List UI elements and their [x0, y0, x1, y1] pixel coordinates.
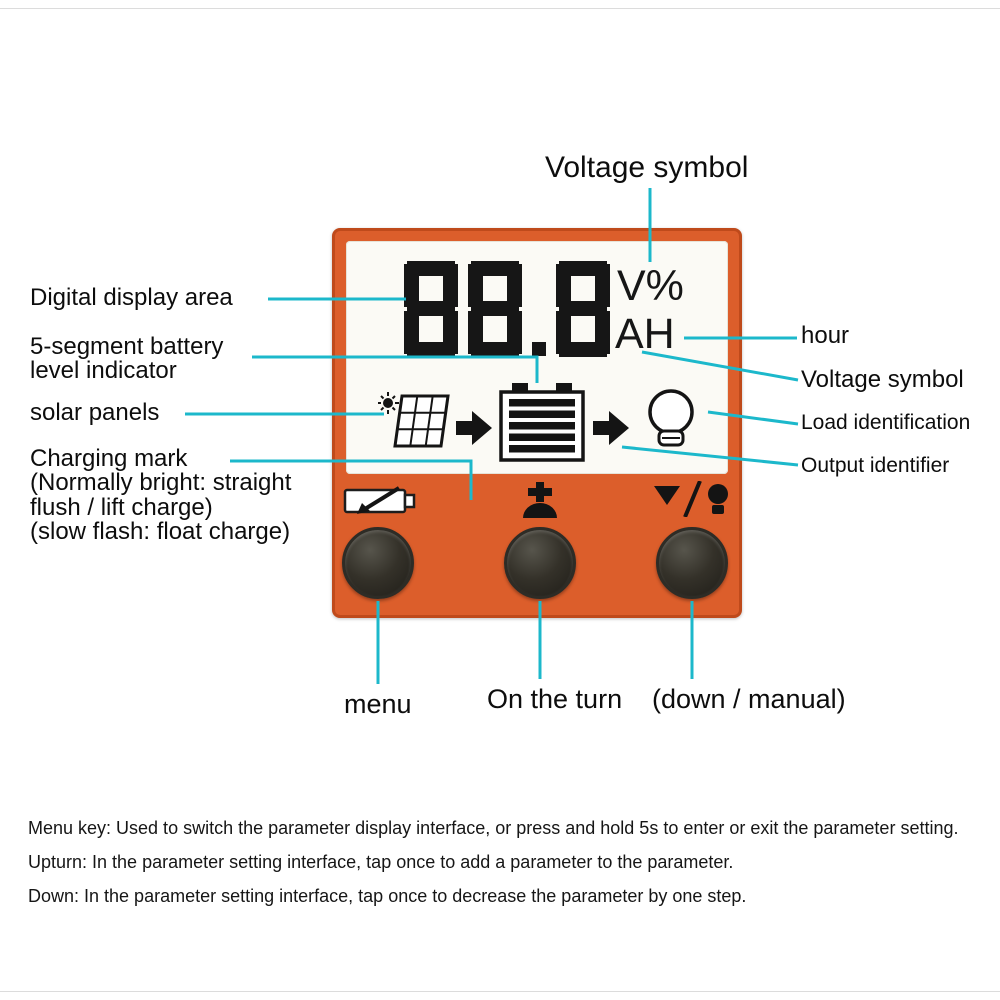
label-voltage-symbol-right: Voltage symbol [801, 366, 964, 393]
note-down: Down: In the parameter setting interface… [28, 886, 747, 906]
solar-panel-icon [378, 392, 450, 448]
label-solar-panels: solar panels [30, 399, 160, 426]
flow-arrow-icon [593, 411, 629, 445]
label-menu: menu [344, 689, 412, 719]
lcd-digit [556, 261, 610, 357]
label-down-manual: (down / manual) [652, 684, 846, 714]
lcd-digit [468, 261, 522, 357]
lcd-unit-amp-hour: AH [615, 310, 675, 358]
label-output-identifier: Output identifier [801, 454, 950, 477]
up-plus-icon [523, 482, 557, 518]
label-voltage-symbol-top: Voltage symbol [545, 151, 749, 184]
flow-arrow-icon [456, 411, 492, 445]
label-load-identification: Load identification [801, 411, 971, 434]
label-digital-display-area: Digital display area [30, 284, 233, 311]
down-manual-icon [654, 481, 728, 517]
photo-frame-line-top [0, 8, 1000, 9]
label-battery-level-indicator: 5-segment battery level indicator [30, 333, 224, 385]
down-button[interactable] [656, 527, 728, 599]
label-up-turn: On the turn [487, 684, 623, 714]
photo-frame-line-bottom [0, 991, 1000, 992]
lcd-unit-volt-percent: V% [617, 262, 684, 310]
up-button[interactable] [504, 527, 576, 599]
note-menu-key: Menu key: Used to switch the parameter d… [28, 818, 959, 838]
lcd-digit [404, 261, 458, 357]
label-charging-mark: Charging mark (Normally bright: straight… [30, 445, 292, 546]
charging-mark-icon [343, 486, 416, 514]
label-hour: hour [801, 322, 850, 349]
menu-button[interactable] [342, 527, 414, 599]
lcd-digits [404, 261, 610, 357]
lcd-decimal-point [532, 342, 546, 356]
load-bulb-icon [648, 389, 694, 447]
note-upturn: Upturn: In the parameter setting interfa… [28, 852, 734, 872]
battery-level-icon [499, 383, 585, 462]
